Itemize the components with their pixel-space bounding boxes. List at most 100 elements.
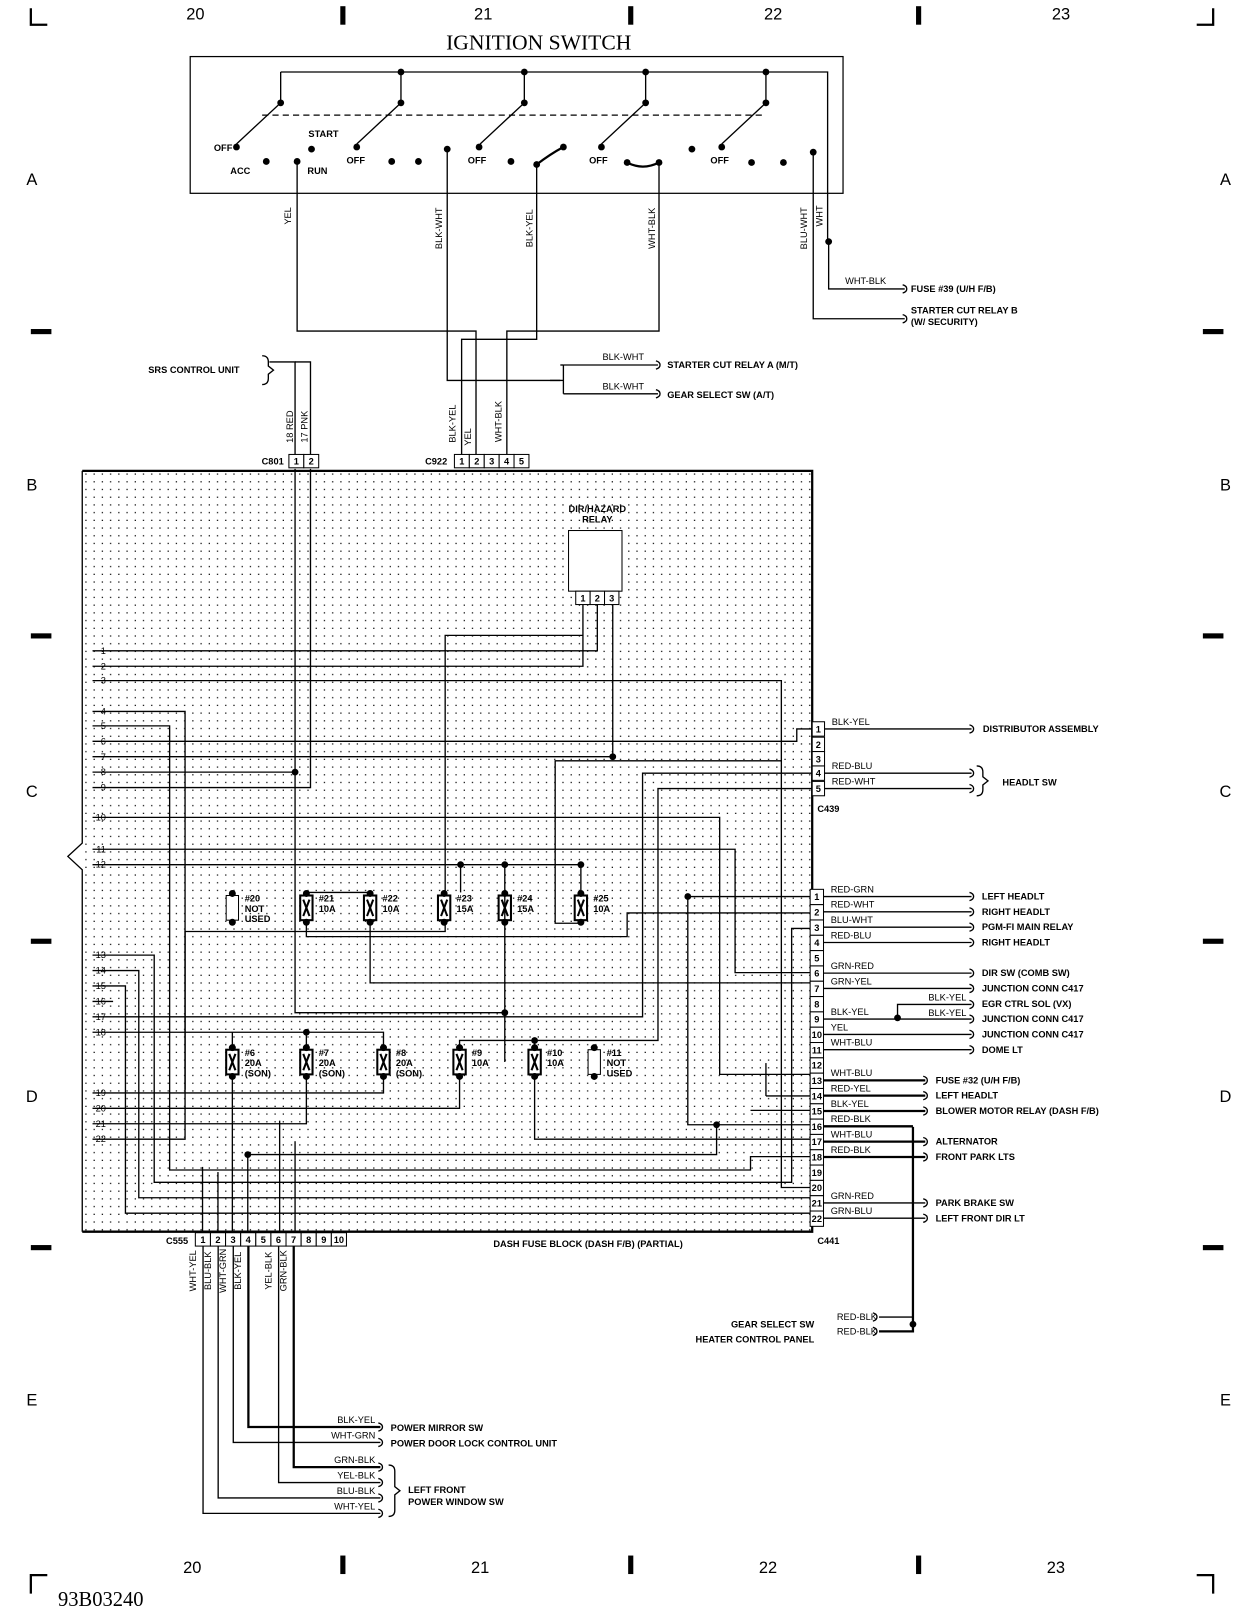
fuse-empty-slot: [225, 894, 240, 921]
destination-label: RIGHT HEADLT: [982, 938, 1051, 948]
destination-label: JUNCTION CONN C417: [982, 984, 1084, 994]
wire-color-label: WHT-BLU: [831, 1068, 873, 1078]
c441-pin-number: 12: [812, 1061, 822, 1071]
connector-end-symbol: [969, 968, 975, 978]
connector-end-symbol: [655, 389, 661, 399]
fuse-terminal: [302, 1072, 310, 1080]
pivot-dot: [762, 99, 770, 107]
connector-end-symbol: [378, 1508, 384, 1519]
c441-pin-number: 8: [814, 999, 819, 1009]
connector-end-symbol: [969, 724, 975, 734]
fuse-note: USED: [607, 1068, 633, 1078]
connector-c555-pin-number: 9: [321, 1235, 326, 1245]
fuse-number: #7: [319, 1048, 329, 1058]
switch-contact: [262, 158, 270, 165]
connector-end-symbol: [969, 937, 975, 948]
switch-contact: [560, 143, 567, 151]
fuse-note: (SON): [245, 1068, 271, 1078]
wire: [217, 1246, 381, 1499]
c441-pin-number: 16: [812, 1122, 822, 1132]
srs-control-unit-label: SRS CONTROL UNIT: [148, 365, 240, 375]
grid-row-label: E: [26, 1391, 37, 1409]
switch-arm: [721, 71, 767, 145]
pivot-dot: [520, 99, 528, 107]
wire-color-label: BLK-YEL: [233, 1252, 243, 1290]
fuse-note: (SON): [396, 1068, 422, 1078]
switch-arm: [479, 71, 525, 145]
corner-mark: [29, 8, 48, 26]
fuse-terminal: [590, 1072, 598, 1080]
connector-end-symbol: [969, 907, 975, 917]
connector-c555-pin-number: 5: [261, 1235, 266, 1245]
grid-tick: [30, 329, 52, 335]
grid-row-label: D: [1220, 1088, 1232, 1106]
left-terminal-number: 20: [96, 1103, 106, 1113]
c441-pin-number: 13: [812, 1076, 822, 1086]
wire: [202, 1246, 381, 1515]
power-door-lock-label: POWER DOOR LOCK CONTROL UNIT: [391, 1439, 558, 1449]
left-terminal-number: 17: [96, 1012, 106, 1022]
starter-cut-relay-b-label: STARTER CUT RELAY B: [911, 306, 1018, 316]
wire: [294, 468, 505, 1014]
wire-color-label: WHT: [814, 205, 824, 226]
fuse-rating: NOT: [607, 1058, 627, 1068]
c439-pin-number: 4: [816, 769, 822, 779]
dash-fuse-block: [66, 453, 826, 1247]
destination-label: ALTERNATOR: [936, 1137, 998, 1147]
position-off: OFF: [710, 155, 729, 165]
switch-contact: [748, 159, 755, 166]
grid-row-label: A: [1220, 171, 1231, 189]
connector-end-symbol: [872, 1326, 878, 1337]
grid-tick: [30, 938, 52, 944]
c441-pin-number: 10: [812, 1030, 822, 1040]
grid-row-label: E: [1220, 1391, 1231, 1409]
fuse-rating: 15A: [517, 904, 534, 914]
connector-end-symbol: [969, 783, 975, 794]
destination-label: PGM-FI MAIN RELAY: [982, 922, 1074, 932]
left-terminal-number: 3: [101, 676, 106, 686]
connector-c801-pin-number: 2: [309, 457, 314, 467]
switch-contact: [353, 143, 361, 151]
connector-end-symbol: [378, 1462, 384, 1472]
wire-blk-yel: [460, 164, 538, 455]
wire-color-label: RED-BLK: [831, 1145, 872, 1155]
left-terminal-number: 18: [96, 1027, 106, 1037]
connector-end-symbol: [969, 891, 975, 902]
fuse-terminal: [302, 889, 310, 897]
wire: [92, 1031, 385, 1047]
wire: [92, 679, 811, 1189]
power-window-sw-label: POWER WINDOW SW: [408, 1497, 504, 1507]
grid-tick: [1202, 1245, 1224, 1251]
fuse-note: USED: [245, 914, 271, 924]
switch-bus: [280, 71, 829, 242]
wire: [369, 923, 811, 984]
connector-end-symbol: [655, 360, 661, 370]
grid-tick: [628, 6, 634, 25]
wire-color-label: BLK-YEL: [337, 1415, 375, 1425]
bus-dot: [642, 68, 650, 76]
connector-end-symbol: [902, 313, 908, 324]
destination-label: DISTRIBUTOR ASSEMBLY: [983, 724, 1100, 734]
switch-arm: [356, 71, 402, 145]
c441-pin-number: 15: [812, 1107, 822, 1117]
wire-color-label: 17 PNK: [299, 410, 309, 443]
fuse-rating: 10A: [319, 904, 336, 914]
fuse-element: [576, 899, 585, 917]
left-terminal-number: 8: [101, 767, 106, 777]
c441-pin-number: 11: [812, 1045, 822, 1055]
grid-row-label: D: [26, 1088, 38, 1106]
wire: [687, 896, 811, 1126]
destination-label: FUSE #32 (U/H F/B): [936, 1075, 1021, 1085]
c441-pin-number: 7: [814, 984, 819, 994]
wire-color-label: RED-BLK: [831, 1114, 872, 1124]
grid-column-label: 22: [764, 6, 782, 24]
c439-pin-number: 5: [816, 784, 821, 794]
grid-tick: [1202, 329, 1224, 335]
wire: [247, 1246, 381, 1429]
jumper: [626, 161, 660, 168]
connector-c801-pin: [303, 453, 320, 469]
switch-contact: [623, 159, 631, 166]
wire-color-label: BLK-YEL: [831, 1007, 869, 1017]
wire-color-label: RED-YEL: [831, 1084, 871, 1094]
fuse-number: #21: [319, 894, 334, 904]
